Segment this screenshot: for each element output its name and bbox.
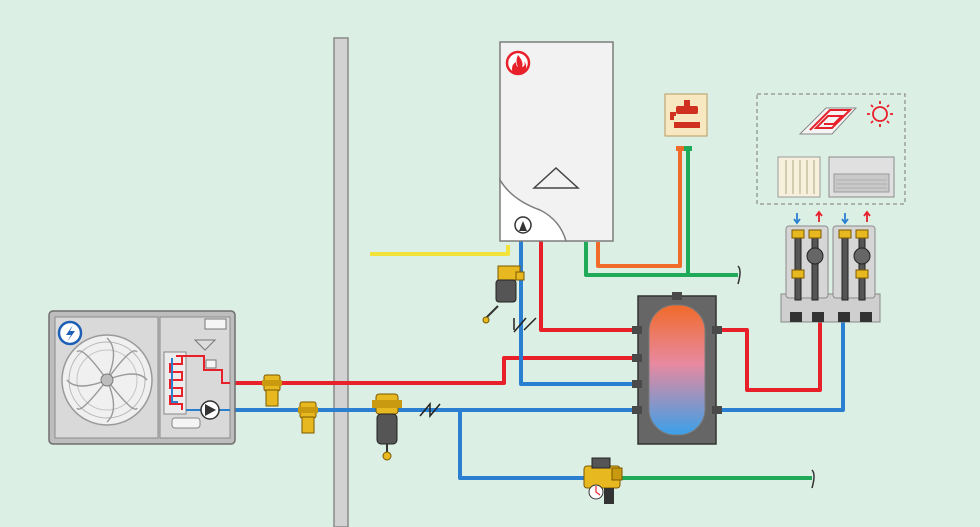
flow-valve (262, 374, 282, 407)
pump-group-manifold (780, 225, 881, 323)
wall (333, 37, 349, 527)
boiler-dirt-separator (482, 265, 525, 324)
heat-pump-unit (48, 310, 236, 445)
bypass-return-pipe (458, 410, 596, 480)
sun-icon (867, 101, 893, 127)
domestic-cold-water-pipe (584, 150, 738, 277)
boiler-return-pipe (519, 232, 650, 386)
return-valve (298, 401, 318, 434)
check-valve-icon (419, 401, 441, 419)
fan-coil-icon (828, 156, 895, 198)
flame-icon (505, 50, 531, 76)
heat-pump-supply-pipe (228, 356, 650, 385)
boiler-check-valve-icon (513, 317, 537, 333)
underfloor-heating-coil-icon (798, 107, 858, 135)
gas-pipe (370, 245, 510, 256)
heating-return-pipe (714, 320, 845, 412)
lightning-bolt-icon (57, 320, 83, 346)
heating-supply-pipe (714, 320, 822, 392)
gas-boiler (499, 41, 614, 242)
boiler-supply-pipe (539, 205, 650, 332)
control-display (204, 318, 227, 330)
domestic-hot-water-pipe (596, 150, 682, 268)
radiator-icon (777, 156, 821, 198)
thermostatic-mixing-valve (583, 457, 623, 504)
pipe-end-cap (737, 265, 741, 285)
pipe-end-cap (811, 469, 815, 489)
fan-icon (61, 334, 153, 426)
flow-direction-arrows (793, 210, 871, 225)
heating-emitters-box (756, 93, 906, 205)
faucet-icon (664, 93, 708, 137)
magnetic-dirt-separator (372, 393, 402, 461)
heat-exchanger-coil (169, 355, 183, 410)
heat-pump-circulator-icon (200, 400, 220, 420)
buffer-tank (632, 292, 722, 445)
boiler-circulator-icon (514, 216, 532, 234)
